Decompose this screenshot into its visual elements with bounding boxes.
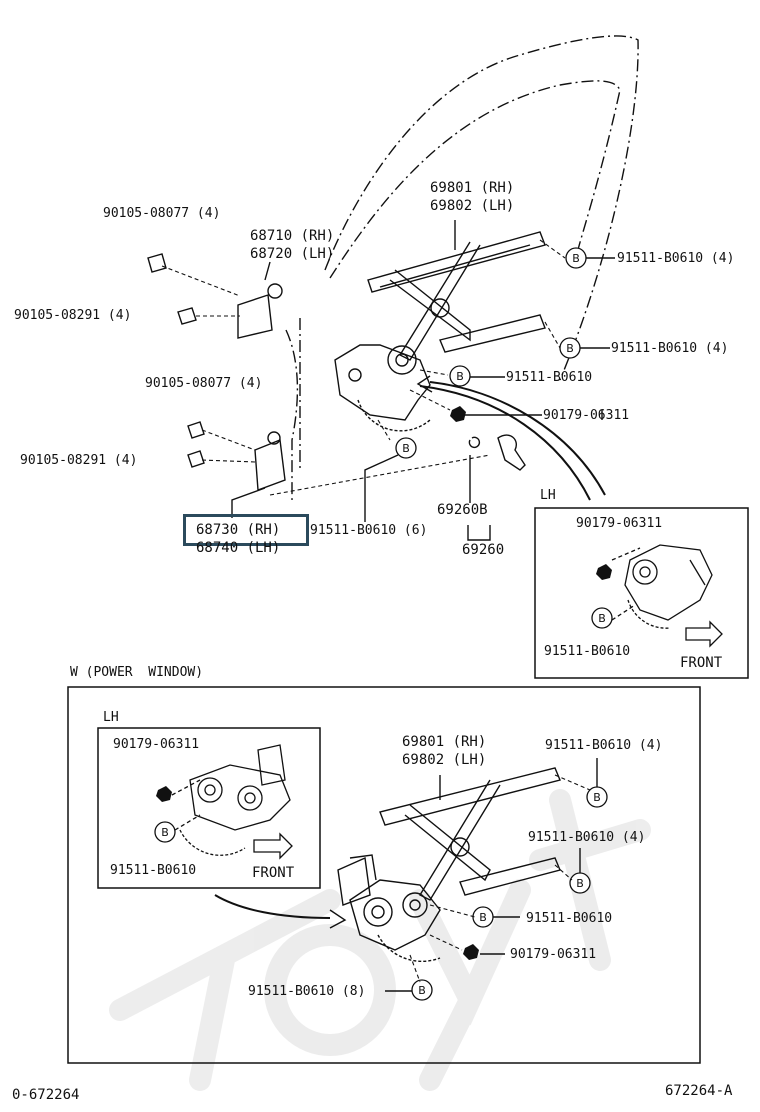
power-label-91511-b0610-upper: 91511-B0610 (4) bbox=[545, 738, 663, 753]
arrow-to-inset bbox=[429, 381, 606, 496]
inset-lh-bolt-label: 91511-B0610 bbox=[544, 644, 631, 659]
power-label-91511-b0610-middle: 91511-B0610 (4) bbox=[528, 830, 646, 845]
label-68720: 68720 (LH) bbox=[250, 246, 335, 262]
power-inset-lh-frame bbox=[97, 727, 321, 889]
svg-text:B: B bbox=[456, 370, 464, 383]
footer-right-code: 672264-A bbox=[665, 1083, 733, 1099]
label-bolt-90105-08077-upper: 90105-08077 (4) bbox=[103, 206, 221, 221]
label-91511-b0610-middle: 91511-B0610 (4) bbox=[611, 341, 729, 356]
svg-text:B: B bbox=[576, 877, 584, 890]
power-label-69801: 69801 (RH) bbox=[402, 734, 487, 750]
label-69801: 69801 (RH) bbox=[430, 180, 515, 196]
inset-lh-title: LH bbox=[540, 488, 556, 503]
label-91511-b0610-upper: 91511-B0610 (4) bbox=[617, 251, 735, 266]
inset-lh-frame bbox=[534, 507, 749, 679]
regulator-rail-upper bbox=[367, 231, 546, 293]
label-91511-b0610-6: 91511-B0610 (6) bbox=[310, 523, 428, 538]
power-inset-title: LH bbox=[103, 710, 119, 725]
highlight-box bbox=[183, 514, 309, 546]
power-inset-front-label: FRONT bbox=[252, 865, 295, 881]
svg-text:B: B bbox=[572, 252, 580, 265]
regulator-rail-lower bbox=[439, 314, 546, 353]
inset-lh-nut-label: 90179-06311 bbox=[576, 516, 663, 531]
svg-text:B: B bbox=[479, 911, 487, 924]
power-label-91511-b0610-8: 91511-B0610 (8) bbox=[248, 984, 366, 999]
inset-lh-front-arrow bbox=[685, 620, 723, 648]
footer-left-code: 0-672264 bbox=[12, 1087, 80, 1103]
label-68740: 68740 (LH) bbox=[196, 540, 281, 556]
svg-text:B: B bbox=[593, 791, 601, 804]
svg-text:B: B bbox=[161, 826, 169, 839]
power-window-frame bbox=[67, 686, 701, 1064]
svg-text:B: B bbox=[418, 984, 426, 997]
label-69260b: 69260B bbox=[437, 502, 488, 518]
label-91511-b0610: 91511-B0610 bbox=[506, 370, 593, 385]
regulator-arm-a bbox=[389, 269, 471, 342]
power-inset-front-arrow bbox=[253, 832, 293, 860]
power-label-69802: 69802 (LH) bbox=[402, 752, 487, 768]
power-inset-mechanism bbox=[171, 744, 291, 856]
label-bolt-90105-08077-lower: 90105-08077 (4) bbox=[145, 376, 263, 391]
channel-bracket-lower bbox=[254, 439, 286, 491]
door-frame-inner bbox=[329, 80, 621, 279]
b-marker-letters: B B B B B B B B B B bbox=[161, 252, 606, 997]
clip-69260b bbox=[497, 434, 526, 471]
power-curved-arrow bbox=[214, 894, 331, 919]
label-68710: 68710 (RH) bbox=[250, 228, 335, 244]
power-inset-bolt-label: 91511-B0610 bbox=[110, 863, 197, 878]
label-68730: 68730 (RH) bbox=[196, 522, 281, 538]
regulator-base bbox=[334, 344, 431, 421]
svg-text:B: B bbox=[566, 342, 574, 355]
label-nut-90179-06311: 90179-06311 bbox=[543, 408, 630, 423]
power-inset-nut-label: 90179-06311 bbox=[113, 737, 200, 752]
b-markers bbox=[154, 247, 613, 1001]
svg-text:B: B bbox=[598, 612, 606, 625]
nut-glyphs bbox=[156, 406, 612, 960]
label-bolt-90105-08291-upper: 90105-08291 (4) bbox=[14, 308, 132, 323]
label-69802: 69802 (LH) bbox=[430, 198, 515, 214]
power-label-91511-b0610: 91511-B0610 bbox=[526, 911, 613, 926]
label-69260: 69260 bbox=[462, 542, 505, 558]
power-window-title: W (POWER WINDOW) bbox=[70, 665, 204, 680]
label-bolt-90105-08291-lower: 90105-08291 (4) bbox=[20, 453, 138, 468]
bolt-glyphs bbox=[147, 253, 205, 468]
svg-text:B: B bbox=[402, 442, 410, 455]
channel-bracket-upper bbox=[237, 294, 273, 339]
power-label-nut-90179-06311: 90179-06311 bbox=[510, 947, 597, 962]
regulator-arm-b bbox=[399, 241, 481, 361]
door-frame-outline bbox=[324, 35, 639, 381]
power-regulator bbox=[214, 758, 598, 992]
inset-lh-mechanism bbox=[611, 544, 713, 629]
inset-lh-front-label: FRONT bbox=[680, 655, 723, 671]
